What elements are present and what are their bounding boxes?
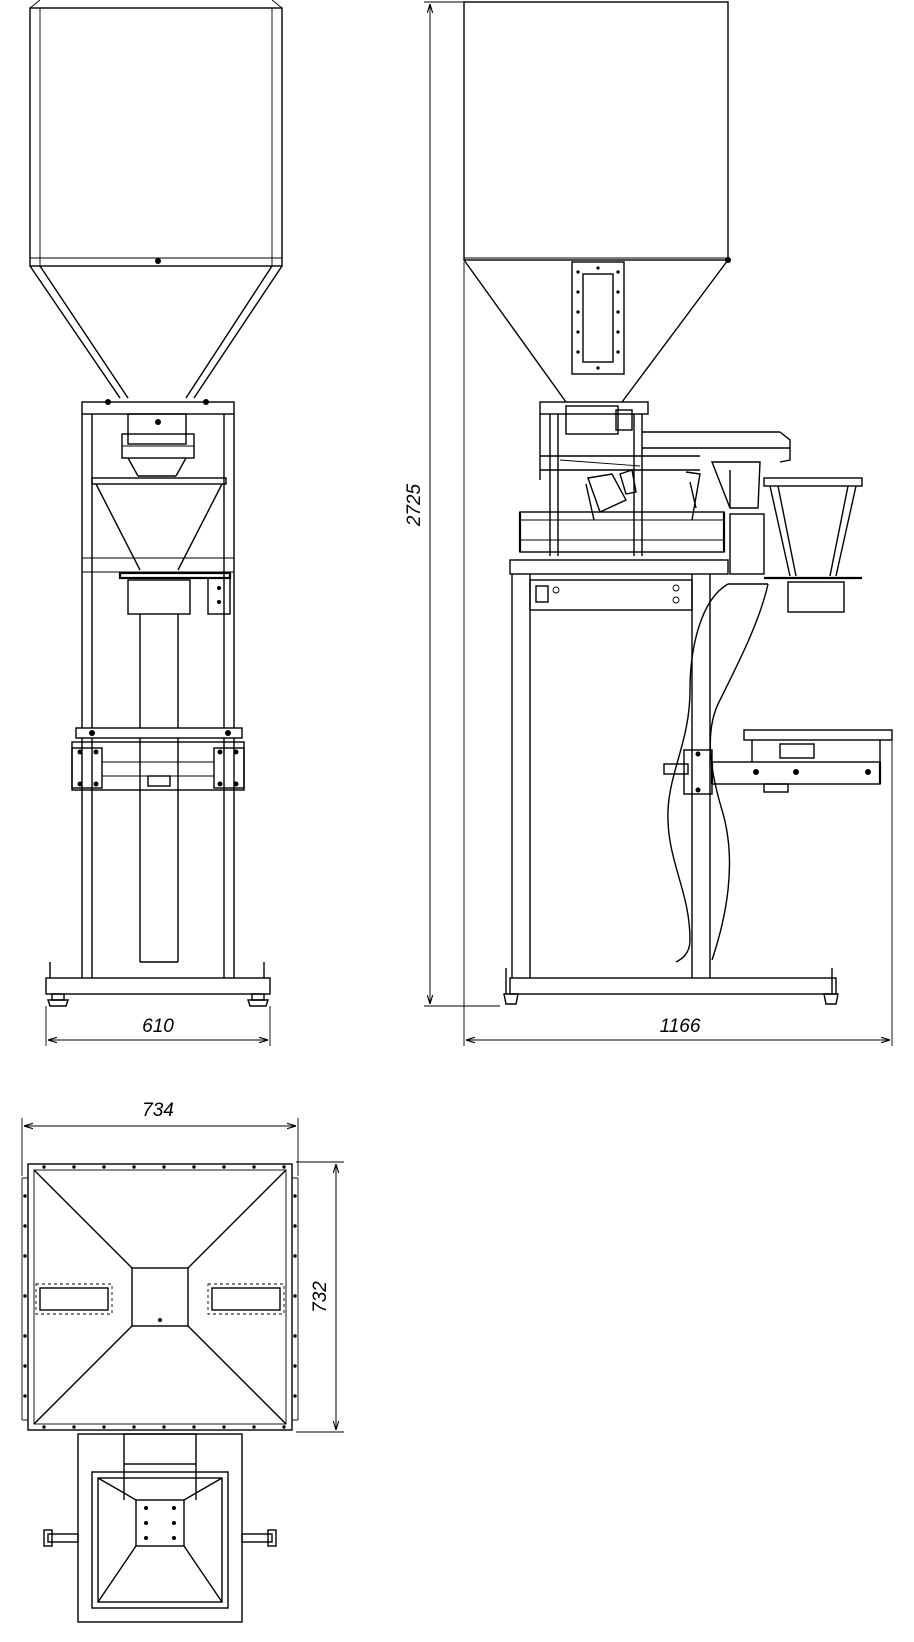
side-view: 2725 — [404, 1, 893, 1046]
front-width-dimension: 610 — [45, 1006, 271, 1046]
side-discharge-hose — [667, 583, 769, 963]
top-width-dimension: 734 — [21, 1100, 299, 1176]
front-hopper — [29, 0, 283, 399]
top-width-label: 734 — [142, 1100, 174, 1121]
side-table-frame — [503, 559, 839, 1005]
top-frame — [43, 1433, 277, 1623]
top-hopper — [21, 1163, 299, 1431]
side-height-label: 2725 — [404, 483, 425, 527]
top-depth-dimension: 732 — [296, 1161, 344, 1433]
side-height-dimension: 2725 — [404, 1, 500, 1007]
top-depth-label: 732 — [310, 1281, 331, 1313]
side-width-label: 1166 — [660, 1016, 701, 1037]
front-view: 610 — [29, 0, 283, 1046]
side-hopper — [463, 1, 731, 403]
front-width-label: 610 — [142, 1016, 174, 1037]
top-view: 734 732 — [21, 1100, 344, 1623]
side-bag-platform — [663, 729, 893, 795]
side-feeder-assembly — [518, 401, 863, 613]
side-width-dimension: 1166 — [463, 262, 893, 1046]
front-frame — [45, 399, 271, 1007]
